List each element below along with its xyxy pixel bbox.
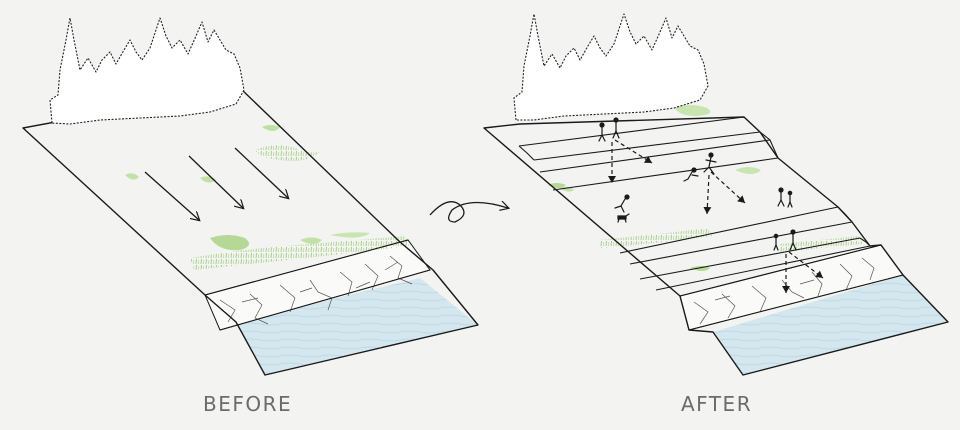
person-icon: [615, 195, 629, 212]
tree-line-icon: [50, 18, 244, 124]
before-panel: [23, 18, 478, 375]
person-icon: [774, 234, 778, 250]
before-caption: BEFORE: [203, 392, 292, 416]
transition-arrow-icon: [430, 202, 508, 222]
person-icon: [788, 191, 792, 207]
person-icon: [778, 188, 784, 206]
after-caption: AFTER: [681, 392, 752, 416]
before-grass-patches: [125, 125, 409, 270]
person-icon: [613, 118, 619, 138]
person-icon: [704, 153, 716, 174]
flow-arrow-icon: [145, 148, 288, 220]
dog-icon: [618, 214, 629, 222]
person-icon: [599, 123, 605, 141]
tree-line-icon: [514, 14, 708, 120]
after-panel: [484, 14, 948, 375]
